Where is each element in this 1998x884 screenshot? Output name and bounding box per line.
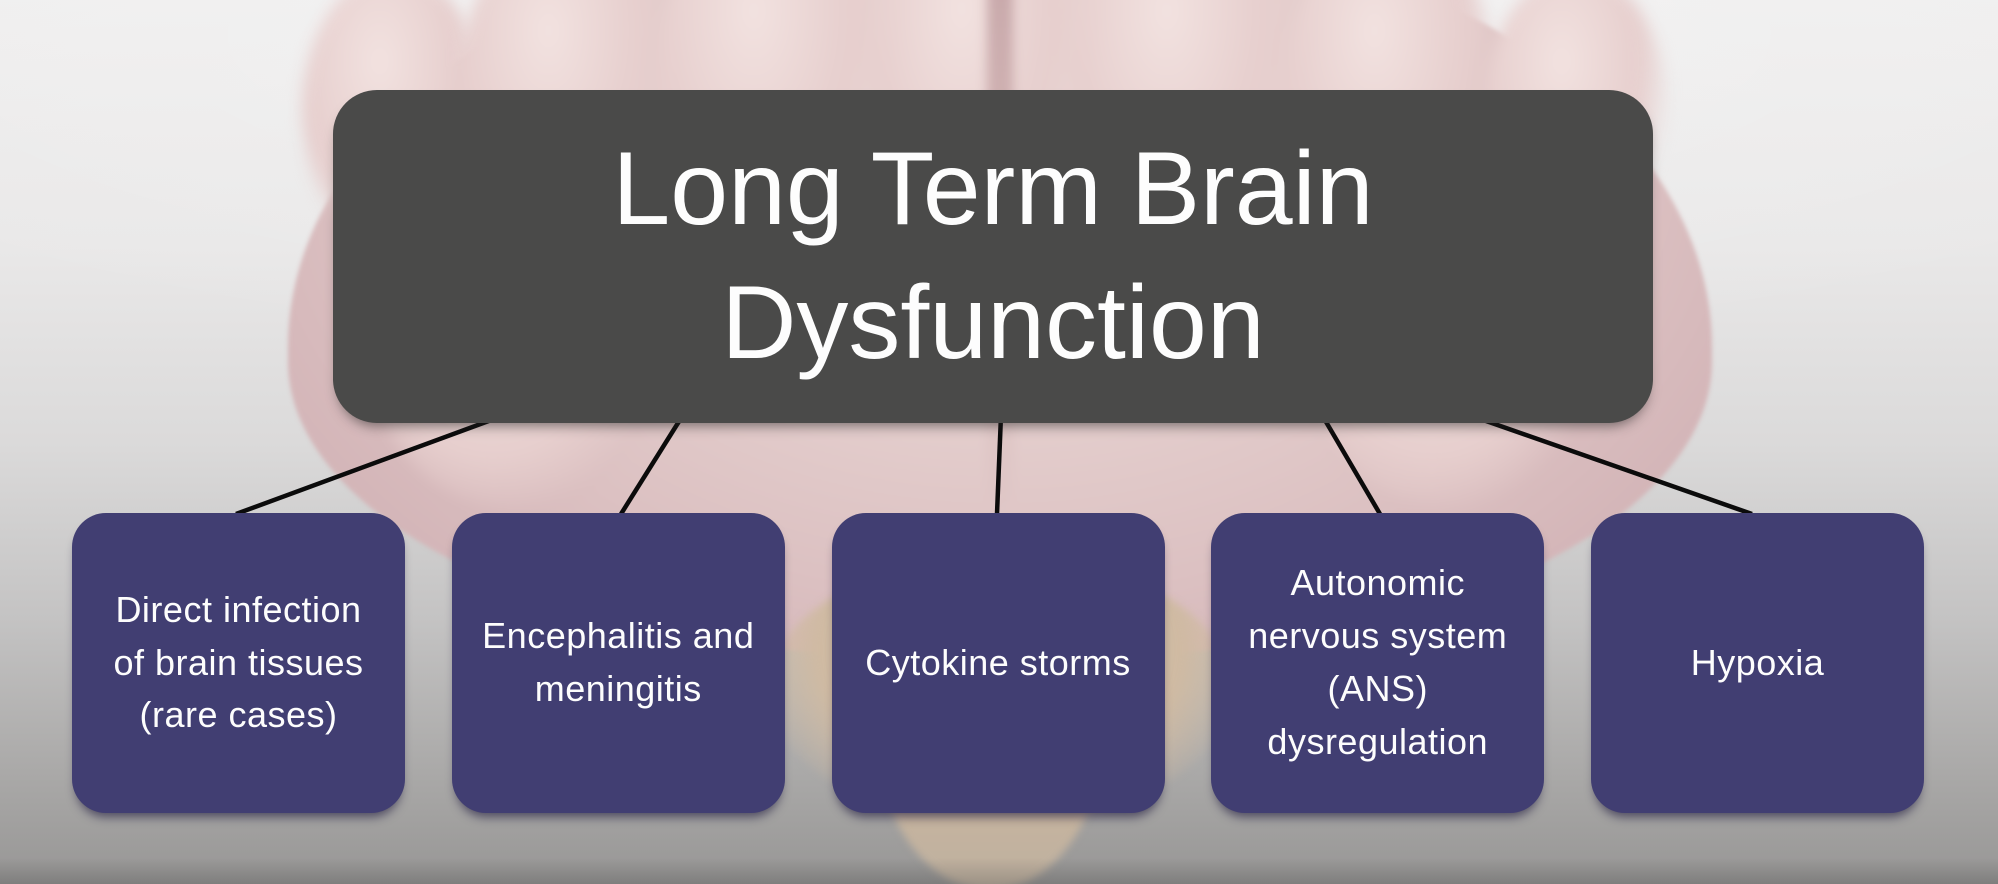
cause-box-cytokine-storms: Cytokine storms (831, 513, 1165, 813)
connector-line (994, 414, 1004, 515)
cause-box-encephalitis: Encephalitis and meningitis (451, 513, 785, 813)
connector-line (235, 412, 506, 517)
connector-line (1468, 412, 1753, 517)
cause-box-hypoxia: Hypoxia (1591, 513, 1924, 813)
cause-label: Cytokine storms (865, 641, 1131, 683)
cause-label: Encephalitis and meningitis (482, 615, 755, 709)
cause-box-ans-dysregulation: Autonomic nervous system (ANS) dysregula… (1211, 513, 1545, 813)
connector-line (619, 413, 685, 516)
title-text: Long Term Brain Dysfunction (612, 131, 1374, 381)
cause-box-direct-infection: Direct infection of brain tissues (rare … (72, 513, 405, 813)
cause-label: Autonomic nervous system (ANS) dysregula… (1248, 562, 1508, 762)
cause-label: Direct infection of brain tissues (rare … (113, 588, 364, 736)
connector-line (1320, 413, 1382, 516)
title-box: Long Term Brain Dysfunction (333, 90, 1653, 423)
causes-row: Direct infection of brain tissues (rare … (72, 513, 1924, 813)
cause-label: Hypoxia (1690, 641, 1825, 683)
